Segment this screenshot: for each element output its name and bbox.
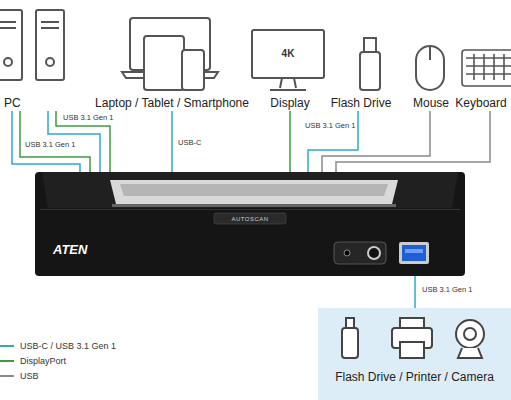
cable-label: USB 3.1 Gen 1 <box>62 113 114 122</box>
device-name: Laptop / Tablet / Smartphone <box>95 96 249 111</box>
kvm-dock-body-part <box>405 249 423 253</box>
kvm-dock-body-part <box>399 242 429 264</box>
keyboard-icon-part <box>462 50 511 86</box>
flash-drive-icon-part <box>364 38 376 52</box>
device-name: Mouse <box>413 96 449 111</box>
cable-label: USB 3.1 Gen 1 <box>304 121 356 130</box>
device-label: Flash Drive <box>331 96 392 111</box>
kvm-dock-body-part <box>42 172 458 208</box>
kvm-dock-body-part <box>120 184 388 196</box>
pc-icons-part <box>41 27 59 29</box>
display-icon <box>252 30 324 90</box>
legend-text: USB-C / USB 3.1 Gen 1 <box>20 339 116 353</box>
cable-line <box>171 111 173 172</box>
peripheral-panel-part-part <box>400 318 424 328</box>
cable-label: USB-C <box>177 138 202 147</box>
cable-line <box>336 111 490 172</box>
flash-drive-icon-part <box>360 52 380 90</box>
peripheral-panel-part-part <box>346 318 354 328</box>
flash-drive-icon <box>360 38 380 90</box>
cable-label: USB 3.1 Gen 1 <box>421 285 473 294</box>
pc-icons-part <box>4 58 12 66</box>
mobile-icons-part <box>144 36 184 90</box>
cable-line <box>414 276 416 308</box>
pc-icons <box>0 10 64 80</box>
mobile-icons <box>122 18 218 90</box>
keyboard-icon-part <box>466 54 511 80</box>
kvm-dock-body-part <box>35 172 465 276</box>
device-name: PC <box>4 96 70 111</box>
resolution-label: 4K <box>282 48 295 60</box>
peripheral-label: Flash Drive / Printer / Camera <box>318 370 511 385</box>
button-label: AUTOSCAN <box>35 214 465 224</box>
pc-icons-part <box>0 27 16 29</box>
peripheral-panel <box>318 308 511 400</box>
device-label: PC <box>4 96 70 111</box>
mouse-icon <box>416 46 444 90</box>
pc-icons-part <box>41 21 59 23</box>
cable-label: USB 3.1 Gen 1 <box>24 140 76 149</box>
kvm-dock-body-part <box>112 204 396 207</box>
device-label: Keyboard <box>455 96 506 111</box>
pc-icons-part <box>46 58 54 66</box>
device-name: Flash Drive <box>331 96 392 111</box>
peripheral-panel-part-part <box>342 328 358 358</box>
brand-logo: ATEN <box>53 242 87 257</box>
pc-icons-part <box>0 10 22 80</box>
kvm-dock-body-part <box>334 242 386 264</box>
display-icon-part <box>270 78 306 90</box>
legend-swatch <box>0 375 14 377</box>
mouse-icon-part <box>416 46 444 90</box>
device-label: Display <box>270 96 309 111</box>
device-name: Keyboard <box>455 96 506 111</box>
peripheral-panel-part-part <box>456 320 484 348</box>
pc-icons-part <box>36 10 64 80</box>
display-icon-part <box>252 30 324 78</box>
kvm-dock-body <box>35 172 465 276</box>
device-label: Laptop / Tablet / Smartphone <box>95 96 249 111</box>
mouse-icon-part <box>429 46 431 60</box>
peripheral-panel-part-part <box>458 348 482 358</box>
peripheral-panel-part <box>318 308 511 400</box>
peripheral-panel-part-part <box>400 342 424 358</box>
mobile-icons-part <box>182 50 204 90</box>
kvm-dock-body-part <box>368 247 380 259</box>
kvm-dock: AUTOSCAN ATEN <box>35 172 465 276</box>
device-name: Display <box>270 96 309 111</box>
cable-line <box>289 111 291 172</box>
kvm-dock-body-part <box>110 180 398 204</box>
pc-icons-part <box>0 21 16 23</box>
legend-swatch <box>0 360 14 362</box>
legend-text: USB <box>20 369 39 383</box>
legend-swatch <box>0 345 14 347</box>
legend-text: DisplayPort <box>20 354 66 368</box>
peripheral-panel-part-part <box>464 328 476 340</box>
kvm-dock-body-part <box>402 245 426 261</box>
kvm-dock-body-part <box>40 209 460 210</box>
peripheral-panel-part <box>342 318 484 358</box>
kvm-dock-body-part <box>344 250 350 256</box>
keyboard-icon <box>462 50 511 86</box>
device-label: Mouse <box>413 96 449 111</box>
peripheral-box: Flash Drive / Printer / Camera <box>318 308 511 400</box>
